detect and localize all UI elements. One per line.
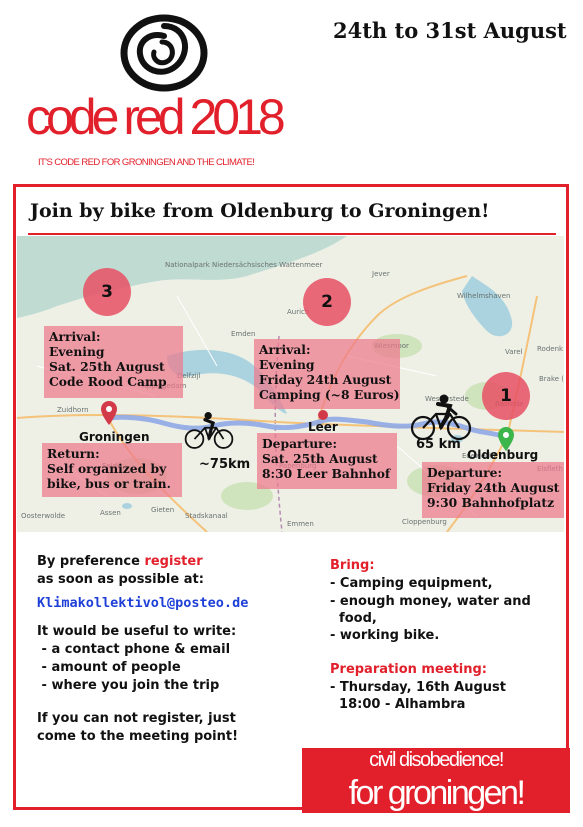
return-box: Return: Self organized by bike, bus or t… (42, 443, 182, 497)
bring-item: - Camping equipment, (330, 576, 493, 591)
box-line: Sat. 25th August (49, 359, 165, 374)
svg-text:Assen: Assen (100, 509, 121, 517)
svg-text:Cloppenburg: Cloppenburg (402, 518, 447, 526)
box-line: Departure: (427, 465, 502, 480)
cyclist-icon (184, 412, 234, 449)
box-line: Code Rood Camp (49, 374, 167, 389)
brand-logo-text: code red 2018 (26, 89, 286, 145)
headline: Join by bike from Oldenburg to Groningen… (30, 200, 490, 222)
stop2-departure-box: Departure: Sat. 25th August 8:30 Leer Ba… (257, 433, 397, 489)
meeting-heading: Preparation meeting: (330, 662, 488, 677)
tagline: IT'S CODE RED FOR GRONINGEN AND THE CLIM… (38, 157, 255, 168)
register-highlight: register (144, 554, 203, 569)
banner-for-groningen: for groningen! (302, 773, 570, 813)
route-map: Nationalpark Niedersächsisches Wattenmee… (17, 236, 564, 532)
box-line: Evening (49, 344, 105, 359)
box-line: Self organized by (47, 461, 167, 476)
box-line: Camping (~8 Euros) (259, 387, 400, 402)
cyclist-icon (410, 394, 472, 441)
stop1-departure-box: Departure: Friday 24th August 9:30 Bahnh… (422, 462, 564, 518)
groningen-pin-icon (101, 401, 117, 425)
headline-divider (28, 233, 556, 235)
bring-item: - enough money, water and (330, 594, 531, 609)
email-link[interactable]: Klimakollektivol@posteo.de (37, 595, 249, 611)
register-prefix: By preference (37, 554, 145, 569)
meeting-line: 18:00 - Alhambra (330, 697, 466, 712)
box-line: bike, bus or train. (47, 476, 171, 491)
distance-leer-groningen: ~75km (199, 457, 251, 472)
stop3-arrival-box: Arrival: Evening Sat. 25th August Code R… (44, 326, 183, 398)
distance-oldenburg-leer: 65 km (416, 437, 461, 452)
city-label-leer: Leer (308, 420, 338, 434)
svg-text:Zuidhorn: Zuidhorn (57, 406, 89, 414)
stop-number-2: 2 (303, 278, 351, 326)
svg-text:Oosterwolde: Oosterwolde (21, 512, 65, 520)
stop-number-1: 1 (482, 372, 530, 420)
svg-text:Wilhelmshaven: Wilhelmshaven (457, 292, 510, 300)
bring-item: - working bike. (330, 628, 440, 643)
svg-text:Aurich: Aurich (287, 308, 309, 316)
register-line-1: By preference register (37, 553, 203, 571)
city-label-groningen: Groningen (79, 430, 150, 444)
svg-text:Gieten: Gieten (151, 506, 174, 514)
svg-text:Emden: Emden (231, 330, 255, 338)
bring-heading: Bring: (330, 558, 375, 573)
write-item: - a contact phone & email (37, 642, 231, 657)
svg-text:Brake (U): Brake (U) (539, 375, 564, 383)
box-line: Sat. 25th August (262, 451, 378, 466)
box-line: 9:30 Bahnhofplatz (427, 495, 555, 510)
box-line: Friday 24th August (427, 480, 560, 495)
svg-text:Jever: Jever (371, 270, 390, 278)
fallback-line: come to the meeting point! (37, 729, 239, 744)
svg-text:Varel: Varel (505, 348, 523, 356)
box-line: Arrival: (259, 342, 311, 357)
box-line: Arrival: (49, 329, 101, 344)
svg-text:Rodenk: Rodenk (537, 345, 564, 353)
svg-text:Emmen: Emmen (287, 520, 314, 528)
leer-marker-icon (318, 410, 328, 420)
fallback-line: If you can not register, just (37, 711, 236, 726)
city-label-oldenburg: Oldenburg (467, 448, 539, 462)
svg-text:Stadskanaal: Stadskanaal (185, 512, 228, 520)
stop2-arrival-box: Arrival: Evening Friday 24th August Camp… (254, 339, 400, 409)
write-intro: It would be useful to write: (37, 624, 237, 639)
svg-text:Edewecht: Edewecht (462, 452, 496, 460)
box-line: Evening (259, 357, 315, 372)
event-dates: 24th to 31st August (333, 18, 567, 43)
box-line: Return: (47, 446, 100, 461)
register-line-2: as soon as possible at: (37, 572, 204, 587)
write-item: - amount of people (37, 660, 181, 675)
write-item: - where you join the trip (37, 678, 220, 693)
map-label: Nationalpark Niedersächsisches Wattenmee… (165, 261, 323, 269)
meeting-line: - Thursday, 16th August (330, 680, 506, 695)
content-frame (13, 184, 569, 810)
svg-text:Delfzijl: Delfzijl (177, 372, 201, 380)
box-line: Friday 24th August (259, 372, 392, 387)
box-line: 8:30 Leer Bahnhof (262, 466, 391, 481)
stop-number-3: 3 (83, 268, 131, 316)
banner-civil-disobedience: civil disobedience! (302, 748, 570, 773)
bring-item: food, (330, 611, 377, 626)
box-line: Departure: (262, 436, 337, 451)
oldenburg-pin-icon (498, 427, 514, 451)
spiral-logo-icon (120, 14, 208, 92)
